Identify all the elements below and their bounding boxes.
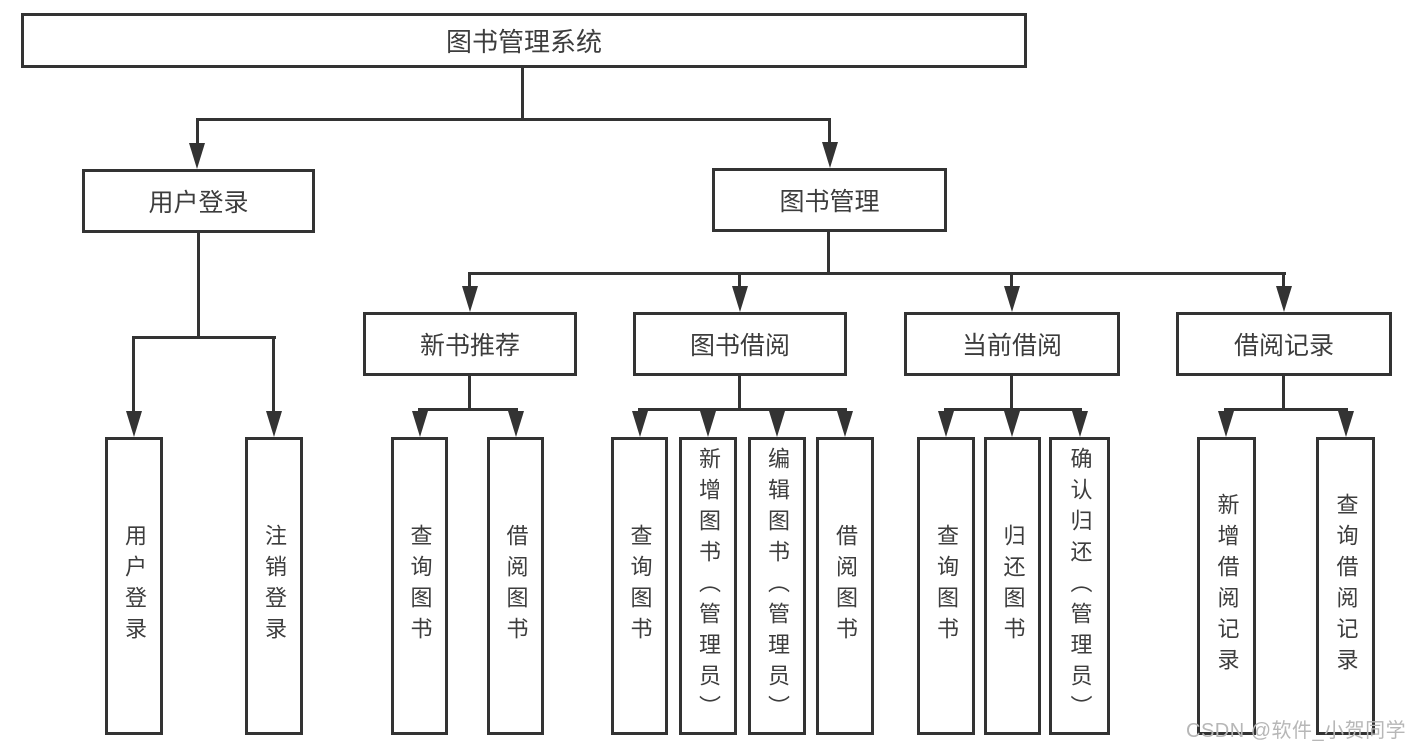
connector-stem — [738, 274, 741, 288]
leaf-label: 新增图书（管理员） — [696, 446, 721, 726]
leaf-borrow-book: 借阅图书 — [816, 437, 874, 735]
leaf-add-book-admin: 新增图书（管理员） — [679, 437, 737, 735]
node-label: 新书推荐 — [419, 332, 520, 360]
connector-userlogin-rail — [132, 336, 276, 339]
arrowhead-down — [412, 411, 428, 437]
connector-group-rail — [638, 408, 847, 411]
arrowhead-down — [700, 411, 716, 437]
arrowhead-down — [938, 411, 954, 437]
leaf-logout: 注销登录 — [245, 437, 303, 735]
connector-group-drop — [738, 376, 741, 410]
arrowhead-down — [1276, 286, 1292, 312]
arrowhead-down — [1218, 411, 1234, 437]
leaf-label: 查询图书 — [627, 524, 653, 648]
arrowhead-down — [837, 411, 853, 437]
leaf-label: 注销登录 — [262, 524, 287, 648]
connector-bookmgmt-drop — [827, 232, 830, 274]
node-book-management: 图书管理 — [712, 168, 947, 232]
leaf-confirm-return-admin: 确认归还（管理员） — [1049, 437, 1110, 735]
arrowhead-down — [822, 142, 838, 168]
connector-stem — [272, 338, 275, 413]
arrowhead-down — [769, 411, 785, 437]
leaf-query-borrow-record: 查询借阅记录 — [1316, 437, 1375, 735]
arrowhead-down — [632, 411, 648, 437]
connector-group-rail — [418, 408, 518, 411]
arrowhead-down — [1072, 411, 1088, 437]
leaf-label: 编辑图书（管理员） — [765, 446, 790, 726]
connector-level3-rail — [468, 272, 1286, 275]
connector-stem — [468, 274, 471, 288]
connector-root-drop — [521, 68, 524, 118]
arrowhead-down — [732, 286, 748, 312]
node-book-borrow: 图书借阅 — [633, 312, 847, 376]
leaf-label: 借阅图书 — [833, 524, 858, 648]
connector-stem — [1282, 274, 1285, 288]
leaf-query-book-borrow: 查询图书 — [611, 437, 668, 735]
leaf-label: 查询借阅记录 — [1333, 493, 1359, 679]
csdn-watermark: CSDN @软件_小贺同学 — [1186, 720, 1405, 742]
leaf-label: 归还图书 — [1000, 524, 1026, 648]
node-label: 图书管理 — [779, 188, 880, 216]
connector-group-drop — [1282, 376, 1285, 410]
leaf-edit-book-admin: 编辑图书（管理员） — [748, 437, 806, 735]
connector-group-drop — [468, 376, 471, 410]
connector-level2-rail — [196, 118, 831, 121]
leaf-add-borrow-record: 新增借阅记录 — [1197, 437, 1256, 735]
node-library-management-system: 图书管理系统 — [21, 13, 1027, 68]
leaf-label: 查询图书 — [934, 524, 959, 648]
leaf-return-book: 归还图书 — [984, 437, 1041, 735]
leaf-label: 用户登录 — [122, 524, 147, 648]
node-label: 图书管理系统 — [445, 27, 602, 57]
connector-stem — [828, 120, 831, 144]
arrowhead-down — [462, 286, 478, 312]
connector-stem — [1010, 274, 1013, 288]
arrowhead-down — [126, 411, 142, 437]
connector-group-drop — [1010, 376, 1013, 410]
node-label: 借阅记录 — [1233, 332, 1334, 360]
connector-stem — [132, 338, 135, 413]
leaf-label: 确认归还（管理员） — [1067, 446, 1093, 726]
node-label: 用户登录 — [148, 189, 249, 217]
leaf-label: 借阅图书 — [503, 524, 529, 648]
leaf-label: 新增借阅记录 — [1214, 493, 1240, 679]
arrowhead-down — [1004, 286, 1020, 312]
leaf-query-book-recommend: 查询图书 — [391, 437, 448, 735]
connector-group-rail — [1224, 408, 1348, 411]
node-current-borrow: 当前借阅 — [904, 312, 1120, 376]
arrowhead-down — [1004, 411, 1020, 437]
leaf-query-book-current: 查询图书 — [917, 437, 975, 735]
leaf-label: 查询图书 — [407, 524, 433, 648]
connector-group-rail — [944, 408, 1082, 411]
leaf-borrow-book-recommend: 借阅图书 — [487, 437, 544, 735]
arrowhead-down — [508, 411, 524, 437]
connector-userlogin-drop — [197, 233, 200, 338]
node-user-login: 用户登录 — [82, 169, 315, 233]
node-label: 当前借阅 — [961, 332, 1062, 360]
connector-stem — [196, 120, 199, 144]
arrowhead-down — [1338, 411, 1354, 437]
node-new-book-recommend: 新书推荐 — [363, 312, 577, 376]
node-borrow-records: 借阅记录 — [1176, 312, 1392, 376]
arrowhead-down — [266, 411, 282, 437]
arrowhead-down — [189, 143, 205, 169]
leaf-user-login: 用户登录 — [105, 437, 163, 735]
node-label: 图书借阅 — [689, 332, 790, 360]
